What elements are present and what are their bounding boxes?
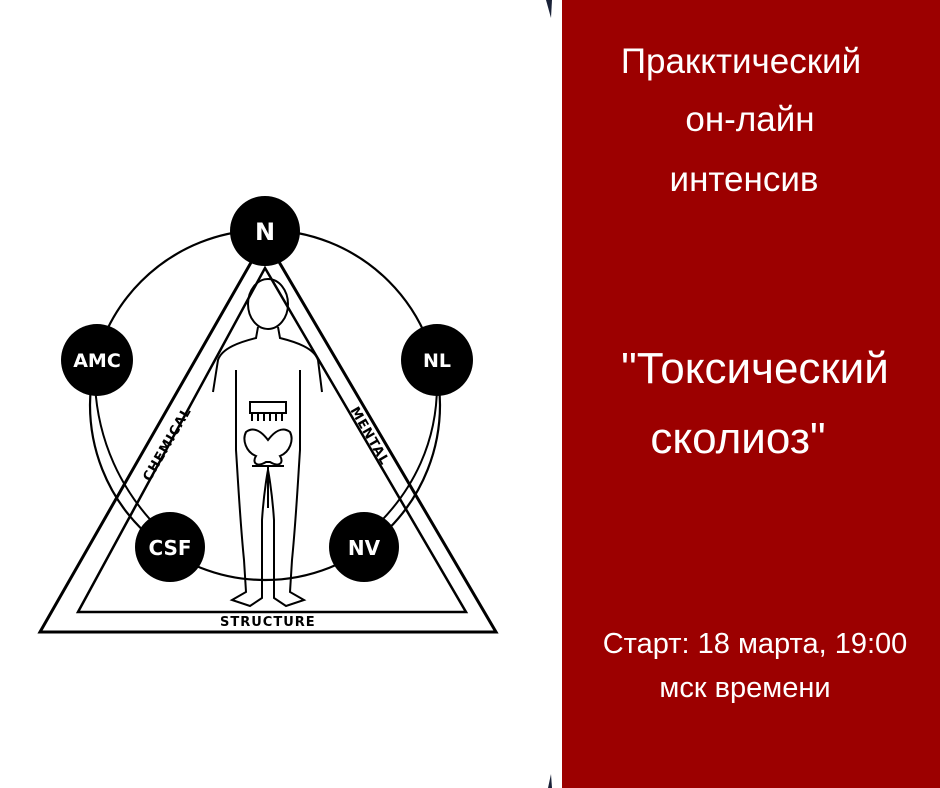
- header-line-2: он-лайн: [685, 100, 815, 139]
- node-n: N: [230, 196, 300, 266]
- connector-nl-nv: [371, 384, 438, 531]
- start-timezone: мск времени: [659, 672, 831, 704]
- triad-of-health-diagram: CHEMICAL MENTAL STRUCTURE N AMC NL CSF N…: [37, 0, 552, 788]
- course-title-line-2: сколиоз": [650, 414, 826, 463]
- diagram-panel: CHEMICAL MENTAL STRUCTURE N AMC NL CSF N…: [37, 0, 552, 788]
- node-csf: CSF: [135, 512, 205, 582]
- corner-shard-top: [546, 0, 552, 18]
- svg-text:NV: NV: [348, 536, 381, 560]
- header-line-3: интенсив: [669, 160, 819, 199]
- node-nv: NV: [329, 512, 399, 582]
- outer-triangle: [37, 235, 499, 634]
- course-title-line-1: "Токсический: [621, 344, 889, 393]
- header-line-1: Пракктический: [620, 42, 862, 81]
- side-label-structure: STRUCTURE: [220, 615, 316, 630]
- svg-text:AMC: AMC: [73, 350, 121, 372]
- svg-text:NL: NL: [423, 350, 451, 372]
- node-amc: AMC: [61, 324, 133, 396]
- node-nl: NL: [401, 324, 473, 396]
- human-figure-icon: [212, 278, 323, 608]
- start-date: Старт: 18 марта, 19:00: [602, 628, 908, 660]
- info-panel: Пракктический он-лайн интенсив "Токсичес…: [562, 0, 940, 788]
- inner-triangle: [75, 265, 469, 614]
- svg-text:N: N: [255, 218, 275, 246]
- corner-shard-bottom: [548, 774, 552, 788]
- svg-text:CSF: CSF: [148, 536, 191, 560]
- connector-amc-csf: [94, 384, 161, 531]
